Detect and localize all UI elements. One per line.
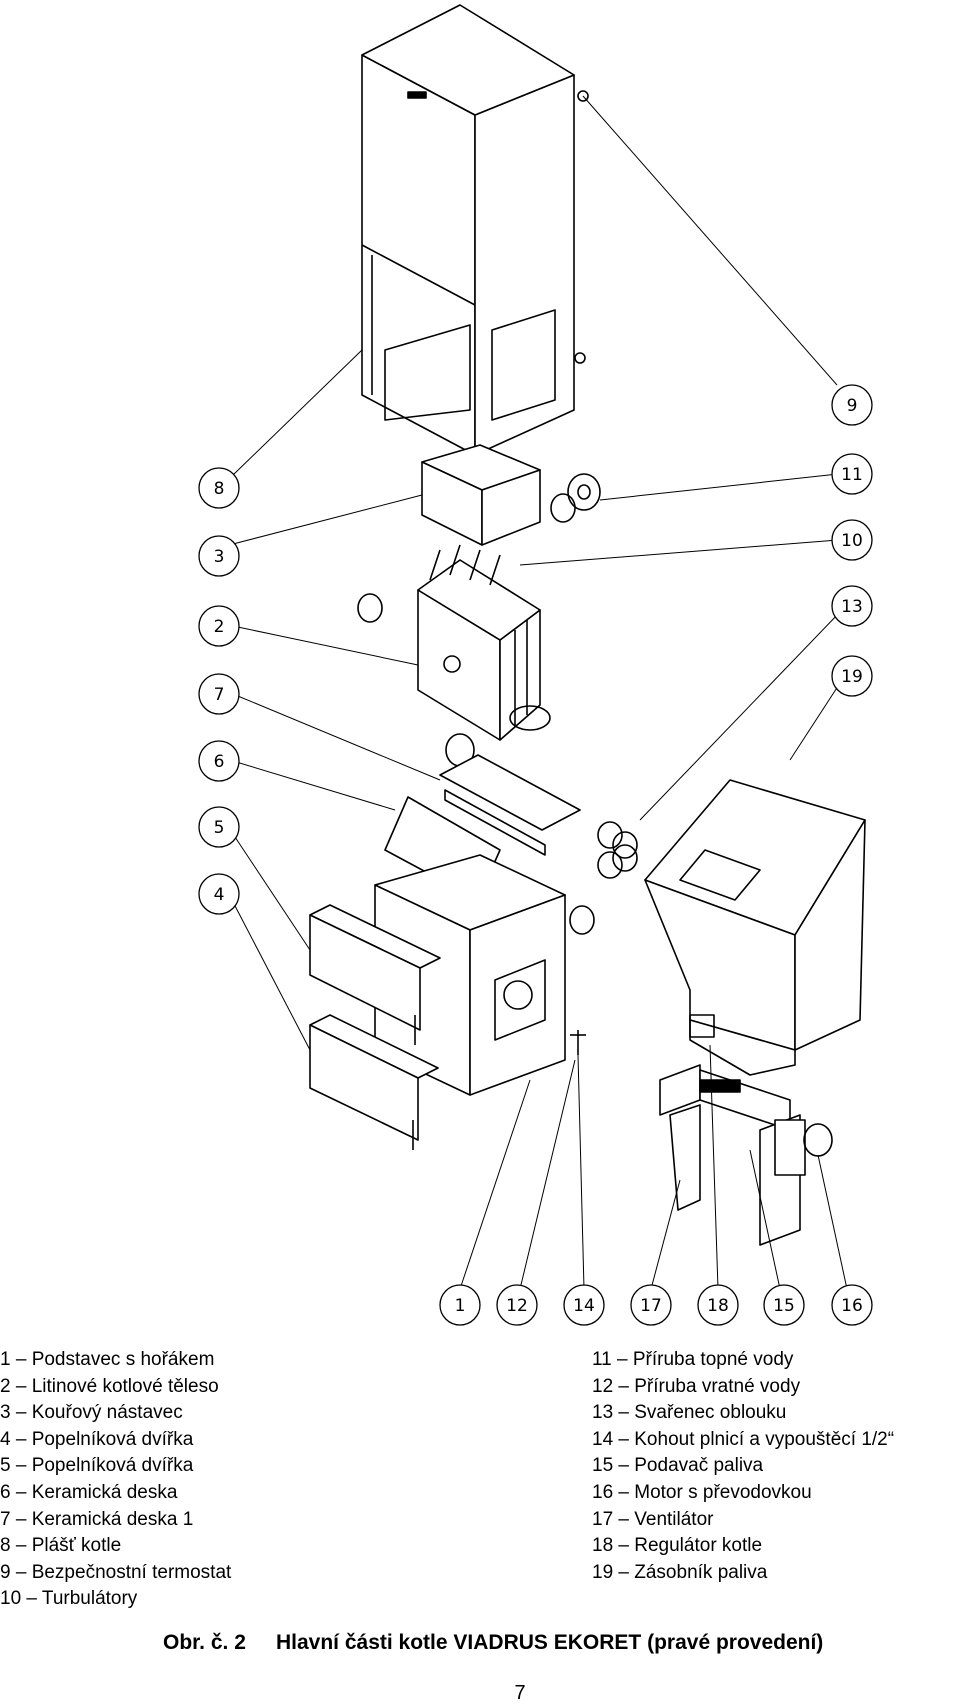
elbow-assembly-part xyxy=(597,821,638,879)
callout-9: 9 xyxy=(831,384,873,426)
legend-item: 8 – Plášť kotle xyxy=(0,1535,122,1557)
callout-label: 12 xyxy=(506,1296,528,1316)
callout-label: 3 xyxy=(214,547,225,567)
callout-label: 6 xyxy=(214,752,225,772)
callout-label: 14 xyxy=(573,1296,595,1316)
flue-extension-part xyxy=(421,444,541,546)
caption-number: Obr. č. 2 xyxy=(163,1631,246,1654)
legend-item: 17 – Ventilátor xyxy=(592,1508,714,1530)
callout-2: 2 xyxy=(198,605,240,647)
leader-lines xyxy=(232,95,848,1290)
legend-item: 4 – Popelníková dvířka xyxy=(0,1428,194,1450)
legend-item: 18 – Regulátor kotle xyxy=(592,1535,763,1557)
callout-label: 7 xyxy=(214,685,225,705)
legend-item: 1 – Podstavec s hořákem xyxy=(0,1349,215,1370)
callout-label: 17 xyxy=(640,1296,662,1316)
caption-text: Hlavní části kotle VIADRUS EKORET (pravé… xyxy=(276,1631,824,1654)
callout-label: 4 xyxy=(214,885,225,905)
callout-6: 6 xyxy=(198,740,240,782)
callout-label: 15 xyxy=(773,1296,795,1316)
callout-14: 14 xyxy=(563,1284,605,1326)
callout-10: 10 xyxy=(831,519,873,561)
callout-16: 16 xyxy=(831,1284,873,1326)
boiler-body-part xyxy=(357,544,551,767)
callout-12: 12 xyxy=(496,1284,538,1326)
legend-item: 16 – Motor s převodovkou xyxy=(592,1481,812,1503)
callout-label: 1 xyxy=(455,1296,466,1316)
legend-item: 13 – Svařenec oblouku xyxy=(592,1402,787,1424)
callout-3: 3 xyxy=(198,535,240,577)
callout-17: 17 xyxy=(630,1284,672,1326)
fuel-hopper-part xyxy=(644,779,866,1076)
boiler-casing-part xyxy=(361,4,589,456)
legend-item: 12 – Příruba vratné vody xyxy=(592,1375,801,1397)
callout-label: 2 xyxy=(214,617,225,637)
callout-13: 13 xyxy=(831,585,873,627)
callout-1: 1 xyxy=(439,1284,481,1326)
ash-doors-part xyxy=(309,904,441,1150)
callout-18: 18 xyxy=(697,1284,739,1326)
legend-item: 11 – Příruba topné vody xyxy=(592,1349,794,1370)
legend-item: 15 – Podavač paliva xyxy=(592,1455,764,1477)
page-number: 7 xyxy=(514,1682,526,1704)
legend-item: 5 – Popelníková dvířka xyxy=(0,1455,194,1477)
flow-flange-part xyxy=(550,473,601,523)
callout-8: 8 xyxy=(198,467,240,509)
callout-15: 15 xyxy=(763,1284,805,1326)
legend-left-column: 1 – Podstavec s hořákem 2 – Litinové kot… xyxy=(0,1347,231,1613)
callout-7: 7 xyxy=(198,673,240,715)
legend-item: 9 – Bezpečnostní termostat xyxy=(0,1561,232,1583)
callout-label: 5 xyxy=(214,818,225,838)
callout-label: 13 xyxy=(841,597,863,617)
legend-item: 2 – Litinové kotlové těleso xyxy=(0,1375,219,1397)
legend-item: 7 – Keramická deska 1 xyxy=(0,1508,194,1530)
legend-item: 14 – Kohout plnicí a vypouštěcí 1/2“ xyxy=(592,1428,895,1450)
legend-item: 3 – Kouřový nástavec xyxy=(0,1402,183,1424)
callout-label: 11 xyxy=(841,465,863,485)
callout-5: 5 xyxy=(198,806,240,848)
callout-19: 19 xyxy=(831,655,873,697)
callout-label: 10 xyxy=(841,531,863,551)
callout-label: 18 xyxy=(707,1296,729,1316)
callout-label: 8 xyxy=(214,479,225,499)
callout-label: 9 xyxy=(847,396,858,416)
callout-4: 4 xyxy=(198,873,240,915)
legend-item: 19 – Zásobník paliva xyxy=(592,1561,768,1583)
legend-item: 6 – Keramická deska xyxy=(0,1481,178,1503)
callout-11: 11 xyxy=(831,453,873,495)
legend-item: 10 – Turbulátory xyxy=(0,1588,138,1610)
callout-label: 16 xyxy=(841,1296,863,1316)
feeder-assembly-part xyxy=(659,1064,833,1246)
legend-right-column: 11 – Příruba topné vody 12 – Příruba vra… xyxy=(592,1347,894,1586)
callout-label: 19 xyxy=(841,667,863,687)
drain-cock-part xyxy=(570,1030,586,1055)
